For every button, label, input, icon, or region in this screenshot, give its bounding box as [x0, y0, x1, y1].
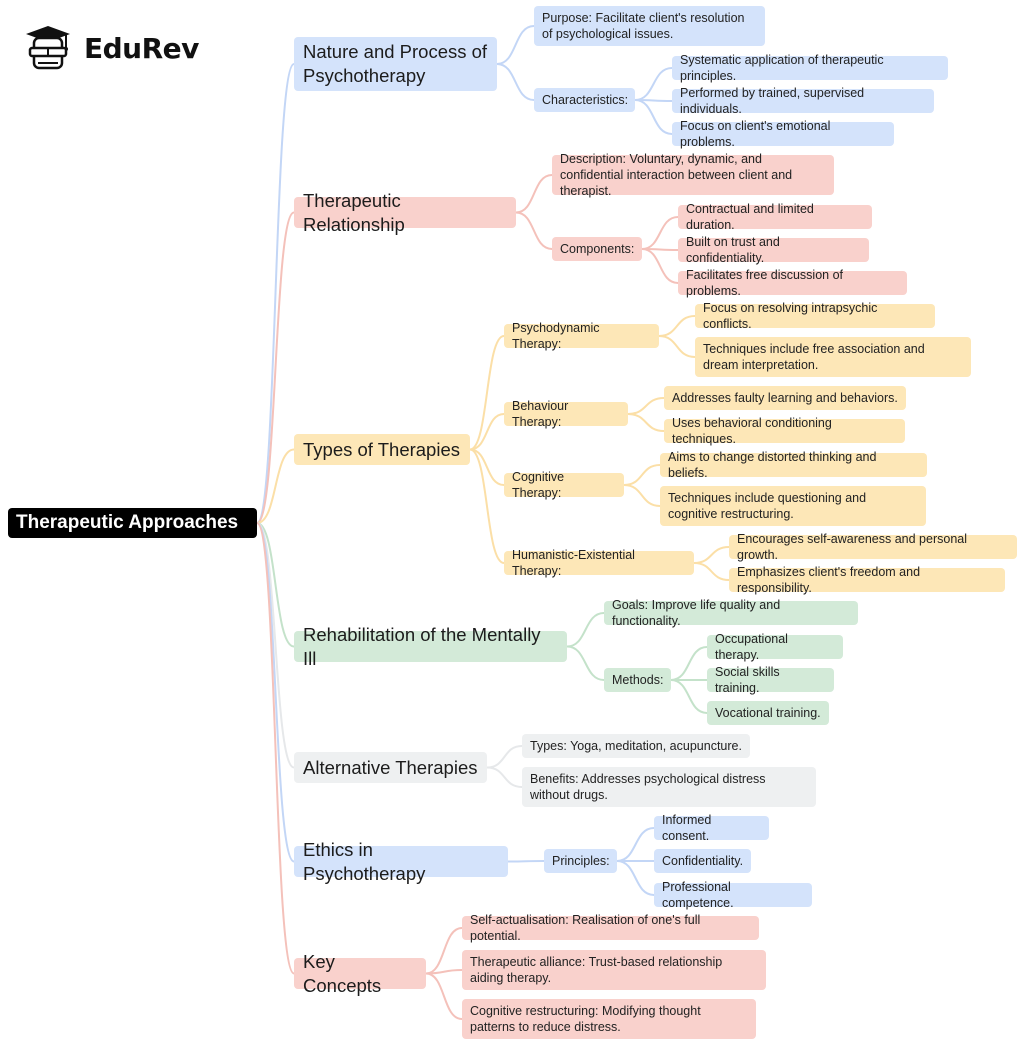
cognitive-therapy-node: Cognitive Therapy:	[504, 470, 624, 500]
method-item: Vocational training.	[707, 701, 829, 725]
root-node: Therapeutic Approaches	[8, 508, 257, 538]
branch-ethics: Ethics in Psychotherapy	[294, 839, 508, 884]
goals-node: Goals: Improve life quality and function…	[604, 598, 858, 628]
description-node: Description: Voluntary, dynamic, and con…	[552, 152, 834, 198]
principle-item: Confidentiality.	[654, 849, 751, 873]
methods-node: Methods:	[604, 668, 671, 692]
root-label: Therapeutic Approaches	[16, 512, 239, 533]
connector	[256, 522, 295, 863]
connector	[507, 860, 545, 863]
connector	[256, 522, 295, 769]
method-item: Social skills training.	[707, 665, 834, 695]
connector	[256, 448, 295, 524]
therapy-detail-item: Encourages self-awareness and personal g…	[729, 532, 1017, 562]
connector	[623, 484, 661, 507]
connector	[256, 211, 295, 524]
branch-therapeutic-relationship: Therapeutic Relationship	[294, 190, 516, 235]
connector	[693, 562, 730, 581]
concept-item: Cognitive restructuring: Modifying thoug…	[462, 999, 756, 1039]
therapy-detail-item: Techniques include questioning and cogni…	[660, 486, 926, 526]
characteristics-node: Characteristics:	[534, 88, 635, 112]
connector	[256, 63, 295, 524]
graduation-cap-icon	[26, 26, 70, 70]
connector	[566, 645, 605, 681]
connector	[693, 546, 730, 564]
connector	[634, 67, 673, 101]
connector	[486, 766, 523, 788]
connector	[515, 211, 553, 250]
humanistic-existential-therapy-node: Humanistic-Existential Therapy:	[504, 548, 694, 578]
therapy-detail-item: Focus on resolving intrapsychic conflict…	[695, 301, 935, 331]
connector	[256, 522, 295, 648]
alternative-benefits-node: Benefits: Addresses psychological distre…	[522, 767, 816, 807]
component-item: Facilitates free discussion of problems.	[678, 268, 907, 298]
connector	[469, 413, 505, 451]
characteristic-item: Focus on client's emotional problems.	[672, 119, 894, 149]
therapy-detail-item: Techniques include free association and …	[695, 337, 971, 377]
branch-label: Nature and Process of Psychotherapy	[303, 41, 488, 86]
branch-alternative-therapies: Alternative Therapies	[294, 752, 487, 783]
connector	[658, 335, 696, 358]
connector	[496, 25, 535, 65]
connector	[425, 927, 463, 975]
concept-item: Therapeutic alliance: Trust-based relati…	[462, 950, 766, 990]
connector	[670, 646, 708, 681]
purpose-node: Purpose: Facilitate client's resolution …	[534, 6, 765, 46]
connector	[627, 413, 665, 432]
psychodynamic-therapy-node: Psychodynamic Therapy:	[504, 321, 659, 351]
branch-nature-process: Nature and Process of Psychotherapy	[294, 37, 497, 91]
connector	[515, 174, 553, 214]
connector	[670, 679, 708, 714]
connector	[496, 63, 535, 101]
branch-types-of-therapies: Types of Therapies	[294, 434, 470, 465]
connector	[616, 860, 655, 896]
connector	[641, 216, 679, 250]
connector	[425, 972, 463, 1020]
characteristic-item: Performed by trained, supervised individ…	[672, 86, 934, 116]
connector	[469, 335, 505, 451]
connector	[469, 448, 505, 564]
principle-item: Informed consent.	[654, 813, 769, 843]
connector	[616, 827, 655, 862]
edurev-logo: EduRev	[22, 24, 199, 72]
behaviour-therapy-node: Behaviour Therapy:	[504, 399, 628, 429]
method-item: Occupational therapy.	[707, 632, 843, 662]
connector	[256, 522, 295, 975]
component-item: Built on trust and confidentiality.	[678, 235, 869, 265]
component-item: Contractual and limited duration.	[678, 202, 872, 232]
concept-item: Self-actualisation: Realisation of one's…	[462, 913, 759, 943]
therapy-detail-item: Aims to change distorted thinking and be…	[660, 450, 927, 480]
connector	[566, 612, 605, 648]
therapy-detail-item: Addresses faulty learning and behaviors.	[664, 386, 906, 410]
connector	[486, 745, 523, 769]
connector	[627, 397, 665, 415]
connector	[641, 248, 679, 284]
principles-node: Principles:	[544, 849, 617, 873]
connector	[658, 315, 696, 337]
alternative-types-node: Types: Yoga, meditation, acupuncture.	[522, 734, 750, 758]
branch-rehabilitation: Rehabilitation of the Mentally Ill	[294, 624, 567, 669]
brand-name: EduRev	[84, 31, 199, 65]
therapy-detail-item: Emphasizes client's freedom and responsi…	[729, 565, 1005, 595]
branch-key-concepts: Key Concepts	[294, 951, 426, 996]
connector	[634, 99, 673, 135]
connector	[623, 464, 661, 486]
connector	[469, 448, 505, 486]
components-node: Components:	[552, 237, 642, 261]
therapy-detail-item: Uses behavioral conditioning techniques.	[664, 416, 905, 446]
principle-item: Professional competence.	[654, 880, 812, 910]
characteristic-item: Systematic application of therapeutic pr…	[672, 53, 948, 83]
